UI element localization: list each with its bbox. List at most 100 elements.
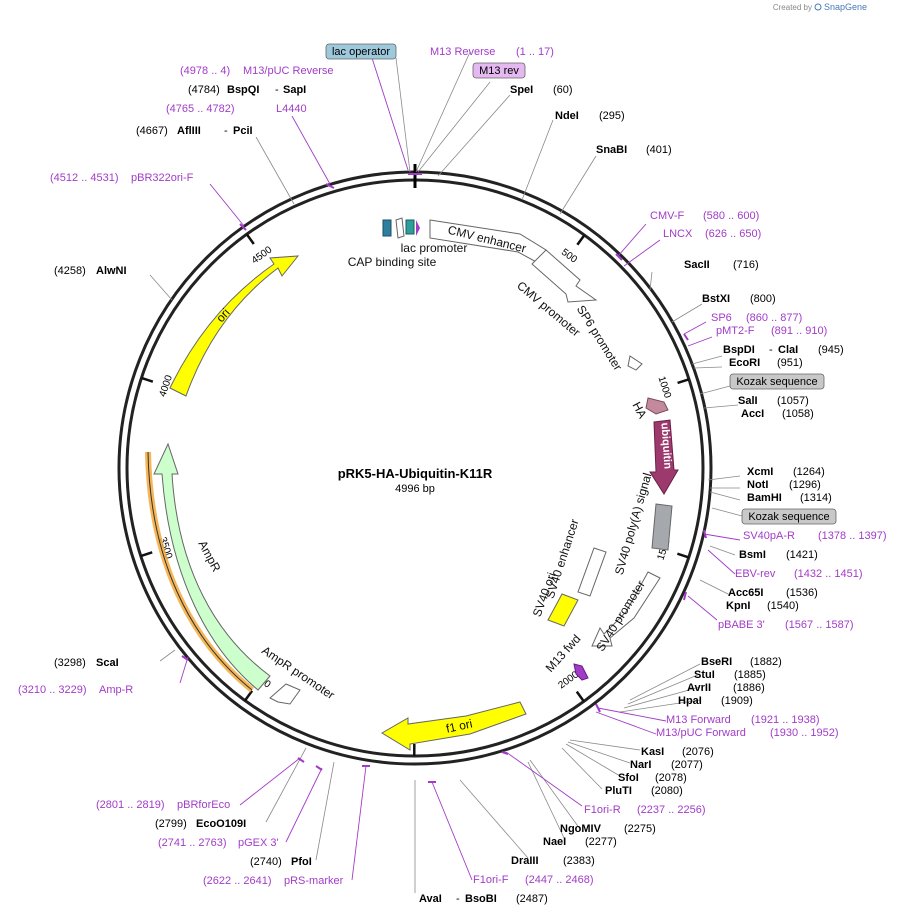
label-snabi[interactable]: SnaBI (596, 144, 627, 156)
label-bspqi[interactable]: BspQI (227, 84, 259, 96)
label-avrii-pos: (1886) (733, 682, 765, 694)
label-ebvrev[interactable]: EBV-rev (735, 568, 776, 580)
label-bspdi-sep: - (769, 344, 773, 356)
label-ampr-range: (3210 .. 3229) (18, 684, 87, 696)
label-lncx[interactable]: LNCX (663, 228, 693, 240)
label-ndei[interactable]: NdeI (555, 110, 579, 122)
feature-label-f1-ori: f1 ori (445, 716, 474, 735)
label-pluti[interactable]: PluTI (605, 785, 632, 797)
label-cmvf[interactable]: CMV-F (650, 210, 685, 222)
label-m13fwd[interactable]: M13 Forward (666, 714, 731, 726)
label-afliii-pos: (4667) (136, 125, 168, 137)
credit-brand: SnapGene (824, 2, 867, 12)
label-avai[interactable]: AvaI (419, 893, 442, 905)
label-nari-pos: (2077) (671, 759, 703, 771)
feature-label-lac-promoter: lac promoter (401, 241, 468, 255)
feature-m13-fwd[interactable]: M13 fwd (543, 632, 589, 681)
label-draiii[interactable]: DraIII (511, 855, 539, 867)
label-bsmi[interactable]: BsmI (739, 549, 766, 561)
feature-label-sv40-promoter: SV40 promoter (593, 578, 648, 654)
label-m13puc-fwd[interactable]: M13/pUC Forward (656, 727, 746, 739)
tick-mark (677, 378, 690, 385)
feature-ubiquitin[interactable]: ubiquitin (649, 419, 679, 495)
label-noti[interactable]: NotI (747, 479, 768, 491)
label-kasi[interactable]: KasI (641, 746, 664, 758)
label-kpni[interactable]: KpnI (726, 600, 750, 612)
label-f1orir[interactable]: F1ori-R (584, 804, 621, 816)
label-xcmi[interactable]: XcmI (747, 466, 773, 478)
label-acc65i[interactable]: Acc65I (728, 587, 763, 599)
label-pgex[interactable]: pGEX 3' (238, 837, 279, 849)
tick-mark (245, 233, 255, 245)
label-sali[interactable]: SalI (738, 395, 758, 407)
label-sfoi-pos: (2078) (655, 772, 687, 784)
label-nari[interactable]: NarI (630, 759, 651, 771)
label-m13-puc-reverse[interactable]: M13/pUC Reverse (243, 65, 333, 77)
label-alwni-pos: (4258) (54, 265, 86, 277)
plasmid-length: 4996 bp (395, 483, 435, 495)
label-kasi-pos: (2076) (682, 746, 714, 758)
feature-ori[interactable]: ori (169, 255, 300, 397)
label-ampr[interactable]: Amp-R (99, 684, 133, 696)
label-sp6[interactable]: SP6 (711, 312, 732, 324)
label-lncx-range: (626 .. 650) (705, 228, 761, 240)
feature-lac-promoter[interactable] (395, 217, 405, 239)
label-sacii[interactable]: SacII (684, 259, 710, 271)
label-pbabe[interactable]: pBABE 3' (718, 619, 765, 631)
label-acci[interactable]: AccI (741, 408, 764, 420)
label-ngomiv[interactable]: NgoMIV (560, 823, 602, 835)
label-afliii-sep: - (224, 125, 228, 137)
label-m13puc-fwd-range: (1930 .. 1952) (770, 727, 839, 739)
label-prs[interactable]: pRS-marker (284, 875, 344, 887)
label-hpai[interactable]: HpaI (678, 695, 702, 707)
label-f1orif[interactable]: F1ori-F (473, 874, 509, 886)
label-pmt2[interactable]: pMT2-F (716, 325, 755, 337)
label-sv40pa[interactable]: SV40pA-R (743, 530, 795, 542)
feature-f1-ori[interactable]: f1 ori (381, 701, 527, 751)
label-pbrforeco[interactable]: pBRforEco (177, 799, 230, 811)
label-pfoi[interactable]: PfoI (291, 856, 312, 868)
label-acci-pos: (1058) (782, 408, 814, 420)
label-acc65i-pos: (1536) (786, 587, 818, 599)
label-pbr322[interactable]: pBR322ori-F (131, 172, 194, 184)
label-l4440[interactable]: L4440 (276, 103, 307, 115)
label-sapi[interactable]: SapI (283, 84, 306, 96)
kozak-box-1 (729, 373, 825, 390)
label-naei[interactable]: NaeI (543, 836, 566, 848)
label-m13-rev[interactable]: M13 rev (479, 65, 519, 77)
label-lac-operator[interactable]: lac operator (332, 46, 390, 58)
label-avrii[interactable]: AvrII (687, 682, 711, 694)
label-bspdi[interactable]: BspDI (723, 344, 755, 356)
label-scai[interactable]: ScaI (96, 657, 119, 669)
label-sfoi[interactable]: SfoI (618, 772, 639, 784)
feature-sv40-promoter[interactable]: SV40 promoter (591, 571, 661, 654)
label-bstxi[interactable]: BstXI (702, 293, 730, 305)
label-bsobi[interactable]: BsoBI (465, 893, 497, 905)
label-m13-reverse[interactable]: M13 Reverse (430, 46, 495, 58)
label-spei-pos: (60) (553, 84, 573, 96)
feature-lac-operator[interactable] (405, 219, 415, 235)
label-stui[interactable]: StuI (694, 669, 715, 681)
feature-sp6-promoter[interactable]: SP6 promoter (574, 303, 643, 373)
feature-ampr-promoter[interactable]: AmpR promoter (259, 643, 337, 705)
label-alwni[interactable]: AlwNI (96, 265, 127, 277)
label-kozak-2[interactable]: Kozak sequence (748, 511, 829, 523)
label-clai[interactable]: ClaI (778, 344, 798, 356)
label-ebvrev-range: (1432 .. 1451) (794, 568, 863, 580)
feature-cap-binding-site[interactable] (382, 219, 392, 237)
label-ecori[interactable]: EcoRI (729, 357, 760, 369)
label-bseri[interactable]: BseRI (701, 656, 732, 668)
label-spei[interactable]: SpeI (510, 84, 533, 96)
label-ecoo109i[interactable]: EcoO109I (196, 818, 246, 830)
feature-label-cap-binding-site: CAP binding site (348, 255, 437, 269)
snapgene-logo-icon (814, 3, 822, 11)
label-bamhi[interactable]: BamHI (747, 492, 782, 504)
lac-operator-box (325, 43, 397, 60)
label-afliii[interactable]: AflIII (177, 125, 201, 137)
feature-ha[interactable]: HA (629, 397, 669, 421)
label-pbabe-range: (1567 .. 1587) (785, 619, 854, 631)
label-pcii[interactable]: PciI (233, 125, 253, 137)
label-kozak-1[interactable]: Kozak sequence (736, 376, 817, 388)
tick-mark (576, 234, 586, 246)
